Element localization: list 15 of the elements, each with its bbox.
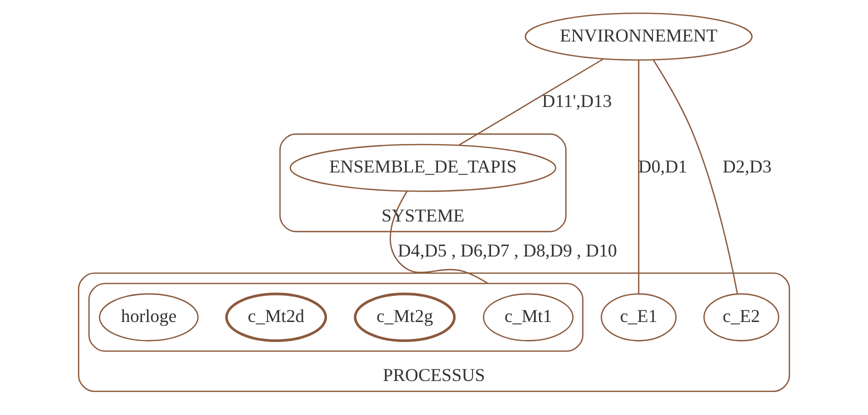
node-ellipse: ENVIRONNEMENT: [524, 12, 753, 61]
edge-label: D4,D5 , D6,D7 , D8,D9 , D10: [398, 240, 618, 260]
node-ellipse: horloge: [98, 293, 199, 342]
node-ellipse: c_Mt2g: [354, 292, 456, 342]
node-ellipse: ENSEMBLE_DE_TAPIS: [290, 144, 556, 192]
connector: [638, 60, 640, 294]
node-ellipse: c_Mt2d: [225, 292, 328, 342]
edge-label: D11',D13: [542, 91, 612, 112]
node-ellipse: c_Mt1: [482, 293, 574, 342]
node-ellipse: c_E2: [703, 293, 780, 342]
connector: [652, 60, 738, 294]
edge-label: D2,D3: [722, 156, 772, 177]
node-ellipse: c_E1: [600, 293, 677, 342]
connector: [458, 58, 604, 146]
cluster: [88, 282, 584, 352]
